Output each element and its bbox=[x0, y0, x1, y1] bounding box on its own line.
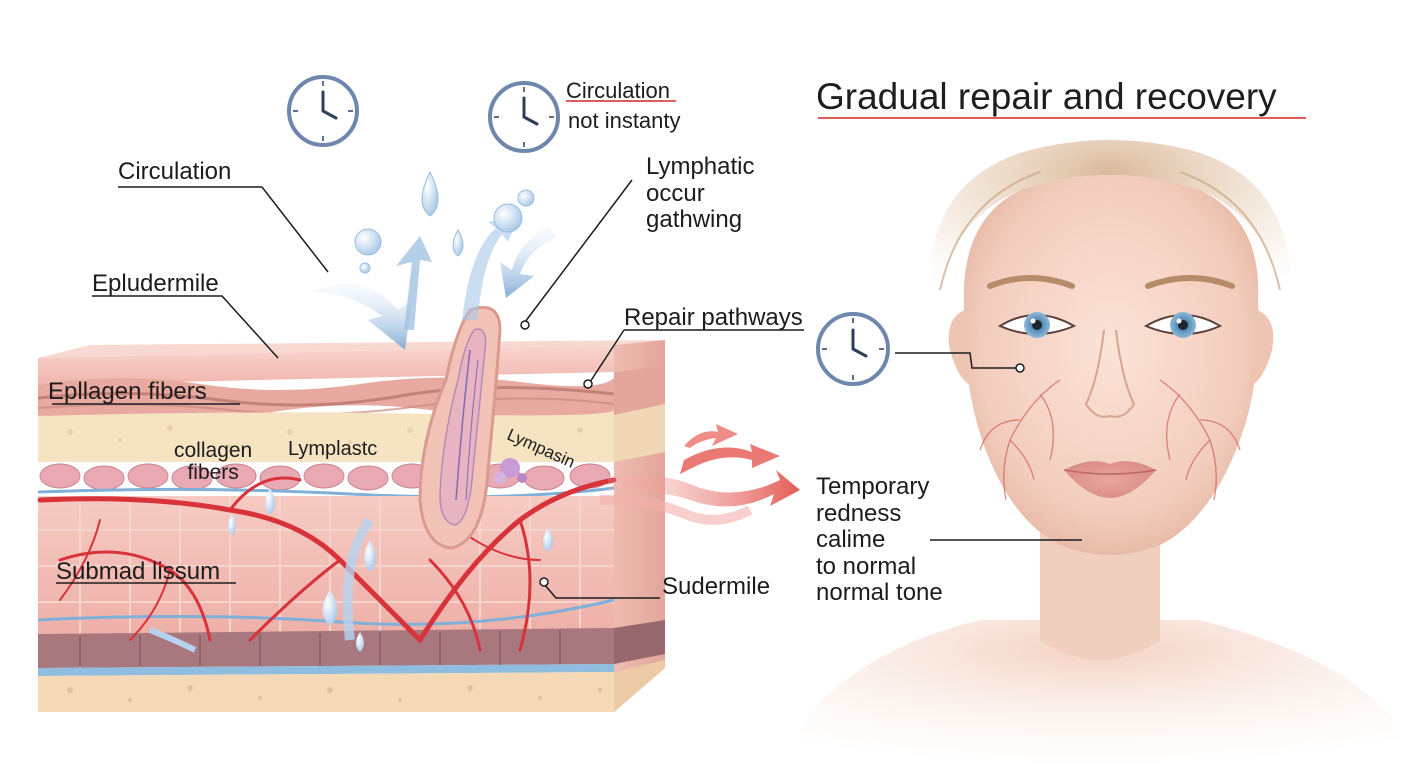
circulation-arrows bbox=[312, 214, 556, 350]
label-lymphatic: Lymphatic occur gathwing bbox=[646, 153, 755, 234]
label-epludermile: Epludermile bbox=[92, 270, 219, 297]
callout-dot bbox=[583, 379, 593, 389]
label-line: collagen bbox=[174, 439, 253, 462]
label-repair-pathways: Repair pathways bbox=[624, 304, 803, 331]
label-line: gathwing bbox=[646, 206, 743, 233]
label-not-instanty: not instanty bbox=[568, 108, 681, 133]
face-illustration bbox=[780, 140, 1408, 768]
label-line: to normal bbox=[816, 552, 917, 580]
callout-dot bbox=[539, 577, 549, 587]
label-line: Temporary bbox=[816, 473, 930, 500]
label-line: fibers bbox=[187, 461, 239, 484]
label-line: redness bbox=[816, 499, 902, 527]
water-droplet-icon bbox=[354, 170, 535, 274]
label-line: occur bbox=[646, 179, 705, 207]
clock-icon bbox=[488, 81, 560, 153]
clock-icon bbox=[816, 312, 890, 386]
label-line: calime bbox=[816, 526, 886, 553]
label-epllagen-fibers: Epllagen fibers bbox=[48, 378, 207, 405]
redness-arrows bbox=[599, 424, 800, 525]
skin-cross-section bbox=[37, 306, 665, 712]
label-line: normal tone bbox=[816, 579, 943, 606]
label-collagen-fibers: collagen fibers bbox=[174, 440, 252, 484]
label-line: Lymphatic bbox=[646, 153, 755, 180]
page-title: Gradual repair and recovery bbox=[816, 76, 1277, 117]
callout-dot bbox=[1015, 363, 1025, 373]
label-sudermile: Sudermile bbox=[662, 573, 771, 600]
label-temporary-redness: Temporary redness calime to normal norma… bbox=[816, 473, 943, 607]
label-submad-lissum: Submad lissum bbox=[56, 558, 221, 585]
label-circulation-top: Circulation bbox=[566, 78, 670, 103]
label-lymplastc: Lymplastc bbox=[288, 438, 378, 460]
callout-dot bbox=[520, 320, 530, 330]
callout-lines bbox=[52, 179, 1082, 599]
clock-icon bbox=[287, 75, 359, 147]
label-circulation: Circulation bbox=[118, 158, 232, 185]
